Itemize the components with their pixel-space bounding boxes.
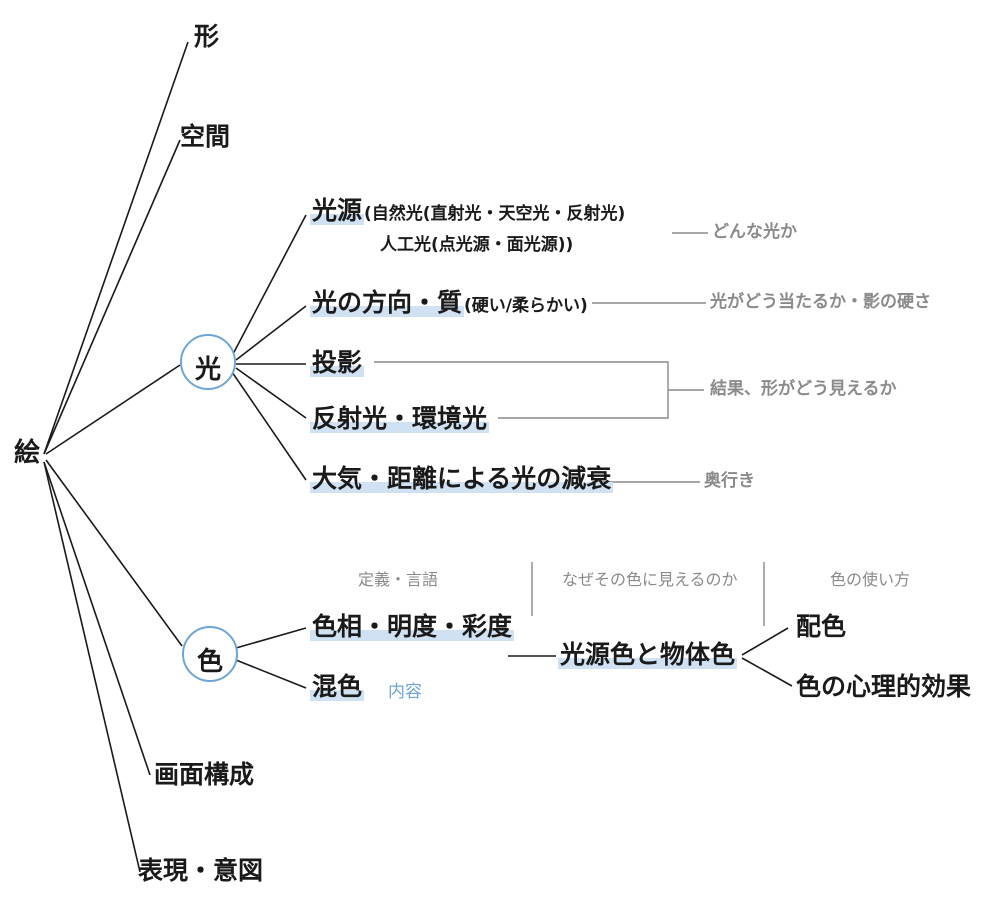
edge-root-space: [43, 139, 181, 455]
edge-color-mixing: [235, 659, 307, 689]
header-how-to-use: 色の使い方: [830, 570, 911, 589]
edge-source-scheme: [741, 627, 789, 656]
edge-light-attenuation: [231, 371, 307, 481]
color-circle: 色: [182, 626, 238, 682]
content-tag: 内容: [388, 682, 422, 702]
edge-light-source: [231, 214, 307, 357]
node-composition: 画面構成: [154, 760, 255, 789]
attenuation-label: 大気・距離による光の減衰: [310, 464, 614, 493]
node-form: 形: [194, 22, 220, 51]
light-direction-row: 光の方向・質(硬い/柔らかい): [310, 288, 588, 317]
light-direction-sub: (硬い/柔らかい): [464, 296, 588, 316]
light-source-natural: (自然光(直射光・天空光・反射光): [364, 204, 626, 224]
note-result: 結果、形がどう見えるか: [710, 379, 897, 399]
edge-root-form: [43, 41, 189, 455]
mixing-label: 混色: [310, 672, 365, 701]
attenuation-node: 大気・距離による光の減衰: [310, 464, 614, 493]
edge-root-composition: [43, 461, 151, 776]
node-color: 色: [196, 647, 223, 677]
light-direction-label: 光の方向・質: [310, 288, 465, 317]
light-source-label: 光源: [310, 196, 365, 225]
mixing-node: 混色: [310, 672, 365, 701]
note-depth: 奥行き: [704, 471, 755, 491]
note-what-light: どんな光か: [712, 222, 797, 242]
node-light: 光: [194, 355, 221, 385]
hue-value-chroma-label: 色相・明度・彩度: [310, 612, 515, 641]
source-object-color-node: 光源色と物体色: [558, 640, 738, 669]
note-how-hit: 光がどう当たるか・影の硬さ: [710, 292, 931, 312]
edge-root-expression: [43, 461, 141, 873]
root-node: 絵: [14, 438, 41, 468]
cast-shadow-node: 投影: [310, 348, 365, 377]
edge-root-color: [45, 459, 183, 647]
header-definition: 定義・言語: [358, 570, 439, 589]
node-space: 空間: [180, 122, 231, 151]
hue-value-chroma-node: 色相・明度・彩度: [310, 612, 515, 641]
light-source-artificial: 人工光(点光源・面光源)): [380, 235, 574, 255]
source-object-color-label: 光源色と物体色: [558, 640, 738, 669]
color-scheme-node: 配色: [796, 612, 847, 641]
cast-shadow-label: 投影: [310, 348, 365, 377]
edge-root-light: [45, 364, 181, 455]
header-why-seen: なぜその色に見えるのか: [562, 570, 738, 589]
edge-source-psych: [741, 657, 793, 687]
edge-light-direction: [235, 305, 307, 361]
color-psychology-node: 色の心理的効果: [796, 672, 972, 701]
edge-color-hue: [235, 627, 307, 649]
light-circle: 光: [180, 334, 236, 390]
edge-light-reflection: [235, 367, 307, 419]
reflection-label: 反射光・環境光: [310, 404, 490, 433]
light-source-row: 光源(自然光(直射光・天空光・反射光): [310, 196, 626, 225]
node-expression: 表現・意図: [138, 856, 264, 885]
reflection-node: 反射光・環境光: [310, 404, 490, 433]
